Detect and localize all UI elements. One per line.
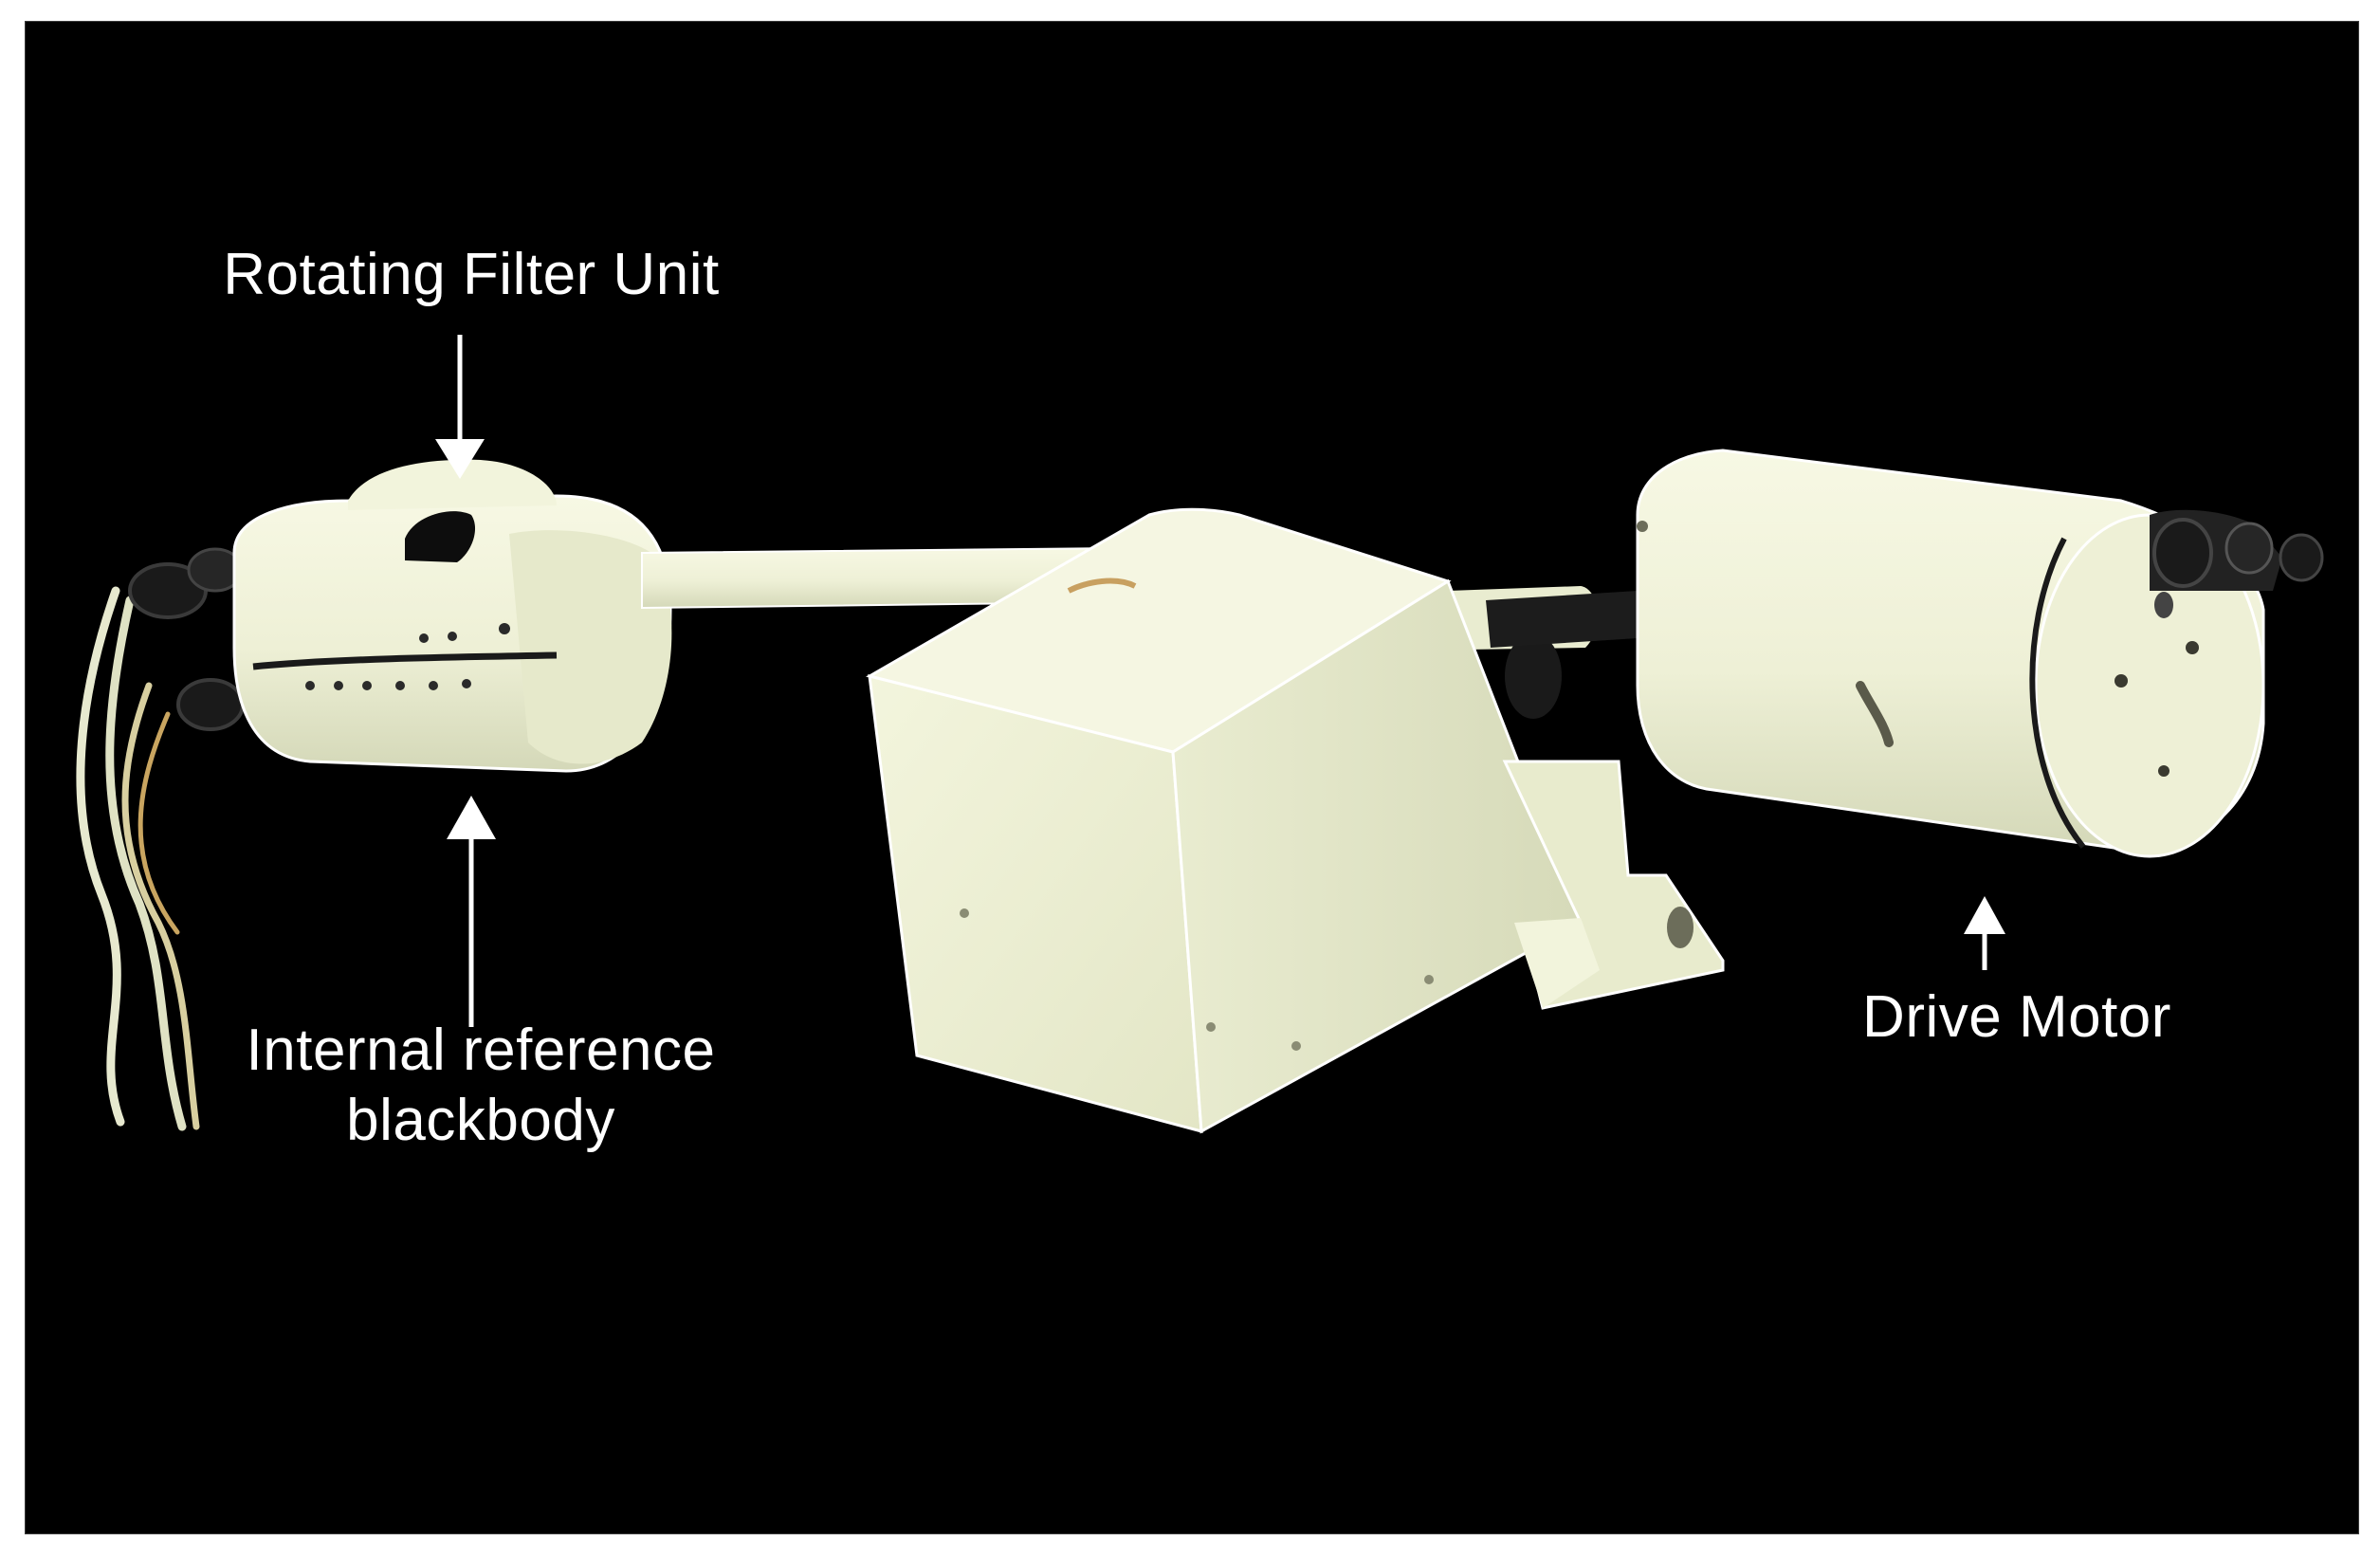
rotating-filter-unit-body xyxy=(232,459,672,773)
label-internal-reference-blackbody: Internal reference blackbody xyxy=(206,1016,756,1156)
label-internal-reference-line1: Internal reference xyxy=(246,1018,716,1083)
housing-screws xyxy=(960,908,1434,1051)
mounting-bracket xyxy=(1502,760,1725,1010)
motor-end-screws xyxy=(2115,641,2199,777)
label-drive-motor: Drive Motor xyxy=(1862,984,2171,1050)
scan-mirror-housing xyxy=(866,507,1583,1134)
filter-unit-holes xyxy=(305,623,510,690)
instrument-photo xyxy=(76,335,2324,1134)
left-connectors xyxy=(128,547,245,731)
motor-connectors xyxy=(2150,509,2324,618)
photo-frame: Rotating Filter Unit Internal reference … xyxy=(25,21,2359,1534)
label-internal-reference-line2: blackbody xyxy=(346,1088,615,1153)
arrow-internal-reference-blackbody xyxy=(447,796,496,1027)
cable-bundle xyxy=(76,586,200,1131)
arrow-drive-motor xyxy=(1964,896,2005,970)
label-rotating-filter-unit: Rotating Filter Unit xyxy=(223,242,720,307)
arrow-rotating-filter-unit xyxy=(435,335,485,479)
drive-motor-body xyxy=(1636,449,2265,858)
